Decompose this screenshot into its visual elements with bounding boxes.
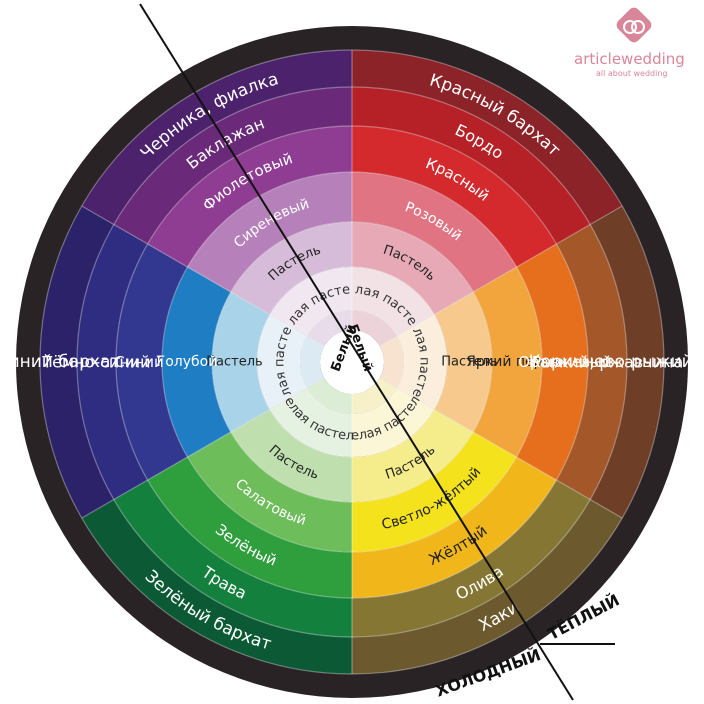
- segment-orange-ring-6: [590, 206, 664, 518]
- label-blue-ring-4: Синий: [114, 353, 164, 371]
- segment-blue-ring-2: [211, 292, 270, 432]
- segment-orange-ring-1: [397, 314, 447, 410]
- segment-violet-ring-1: [269, 267, 352, 336]
- ring-boundary-3: [161, 171, 543, 553]
- segment-yellow-ring-4: [352, 457, 557, 598]
- segment-green-ring-3: [187, 432, 352, 552]
- segment-orange-ring-5: [556, 224, 627, 500]
- segment-yellow-ring-5: [352, 480, 591, 637]
- segment-green-ring-4: [147, 457, 352, 598]
- segment-violet-ring-0: [306, 310, 352, 346]
- rings-icon: [616, 7, 652, 43]
- segment-blue-ring-6: [39, 206, 114, 518]
- segment-blue-ring-4: [116, 244, 188, 480]
- segment-blue-ring-0: [300, 336, 325, 388]
- label-blue-ring-3: Голубой: [157, 354, 218, 370]
- ring-boundary-1: [256, 266, 448, 458]
- segment-orange-ring-4: [516, 244, 588, 480]
- segment-green-ring-2: [230, 409, 352, 502]
- segment-yellow-ring-1: [352, 388, 435, 457]
- wedding-rings-logo-icon: [616, 7, 652, 43]
- label-blue-ring-5: Тёмно-синий: [41, 353, 150, 372]
- segment-orange-ring-2: [434, 292, 492, 432]
- axis-line: [139, 3, 574, 701]
- sector-spoke: [379, 377, 623, 519]
- brand-tagline: all about wedding: [596, 69, 668, 78]
- segment-red-ring-0: [352, 310, 398, 346]
- segment-yellow-ring-2: [352, 409, 474, 502]
- segment-red-ring-1: [352, 267, 435, 336]
- segment-blue-ring-1: [257, 314, 307, 410]
- segment-violet-ring-5: [113, 87, 352, 244]
- segment-green-ring-6: [81, 499, 352, 674]
- segment-violet-ring-6: [81, 50, 352, 225]
- segment-yellow-ring-6: [352, 499, 623, 674]
- segment-orange-ring-0: [379, 336, 404, 388]
- label-orange-ring-6: Коричнево-рыжий кирпич: [529, 352, 704, 372]
- label-orange-ring-2: Пастель: [441, 355, 497, 370]
- center-disk: [320, 330, 384, 394]
- segment-red-ring-4: [352, 126, 557, 267]
- ring-boundary-0: [299, 309, 405, 415]
- ring-boundary-6: [39, 49, 665, 675]
- segment-yellow-ring-0: [352, 378, 398, 414]
- segment-blue-ring-5: [77, 224, 148, 500]
- segment-green-ring-5: [113, 480, 352, 637]
- label-orange-ring-5: Рыжий, ржавчина: [532, 353, 684, 372]
- label-blue-ring-6: Синий бархат: [0, 352, 120, 372]
- segment-red-ring-5: [352, 87, 591, 244]
- sector-spoke: [81, 377, 325, 519]
- segment-violet-ring-2: [230, 222, 352, 315]
- ring-boundary-2: [211, 221, 493, 503]
- segment-red-ring-3: [352, 172, 517, 292]
- segment-green-ring-0: [306, 378, 352, 414]
- segment-violet-ring-4: [147, 126, 352, 267]
- segment-red-ring-6: [352, 50, 623, 225]
- segment-violet-ring-3: [187, 172, 352, 292]
- segment-red-ring-2: [352, 222, 474, 315]
- sector-spoke: [81, 205, 325, 347]
- label-blue-ring-2: Пастель: [206, 355, 262, 370]
- ring-boundary-5: [76, 86, 628, 638]
- wheel-segments: [16, 26, 688, 698]
- segment-blue-ring-3: [161, 267, 231, 457]
- sector-spoke: [379, 205, 623, 347]
- segment-yellow-ring-3: [352, 432, 517, 552]
- ring-dividers: [39, 49, 665, 675]
- brand-name: articlewedding: [574, 50, 685, 68]
- ring-boundary-4: [115, 125, 589, 599]
- segment-green-ring-1: [269, 388, 352, 457]
- segment-orange-ring-3: [473, 267, 542, 457]
- label-orange-ring-3: Яркий персик: [466, 354, 568, 370]
- label-orange-ring-4: Оранжевый: [518, 353, 612, 371]
